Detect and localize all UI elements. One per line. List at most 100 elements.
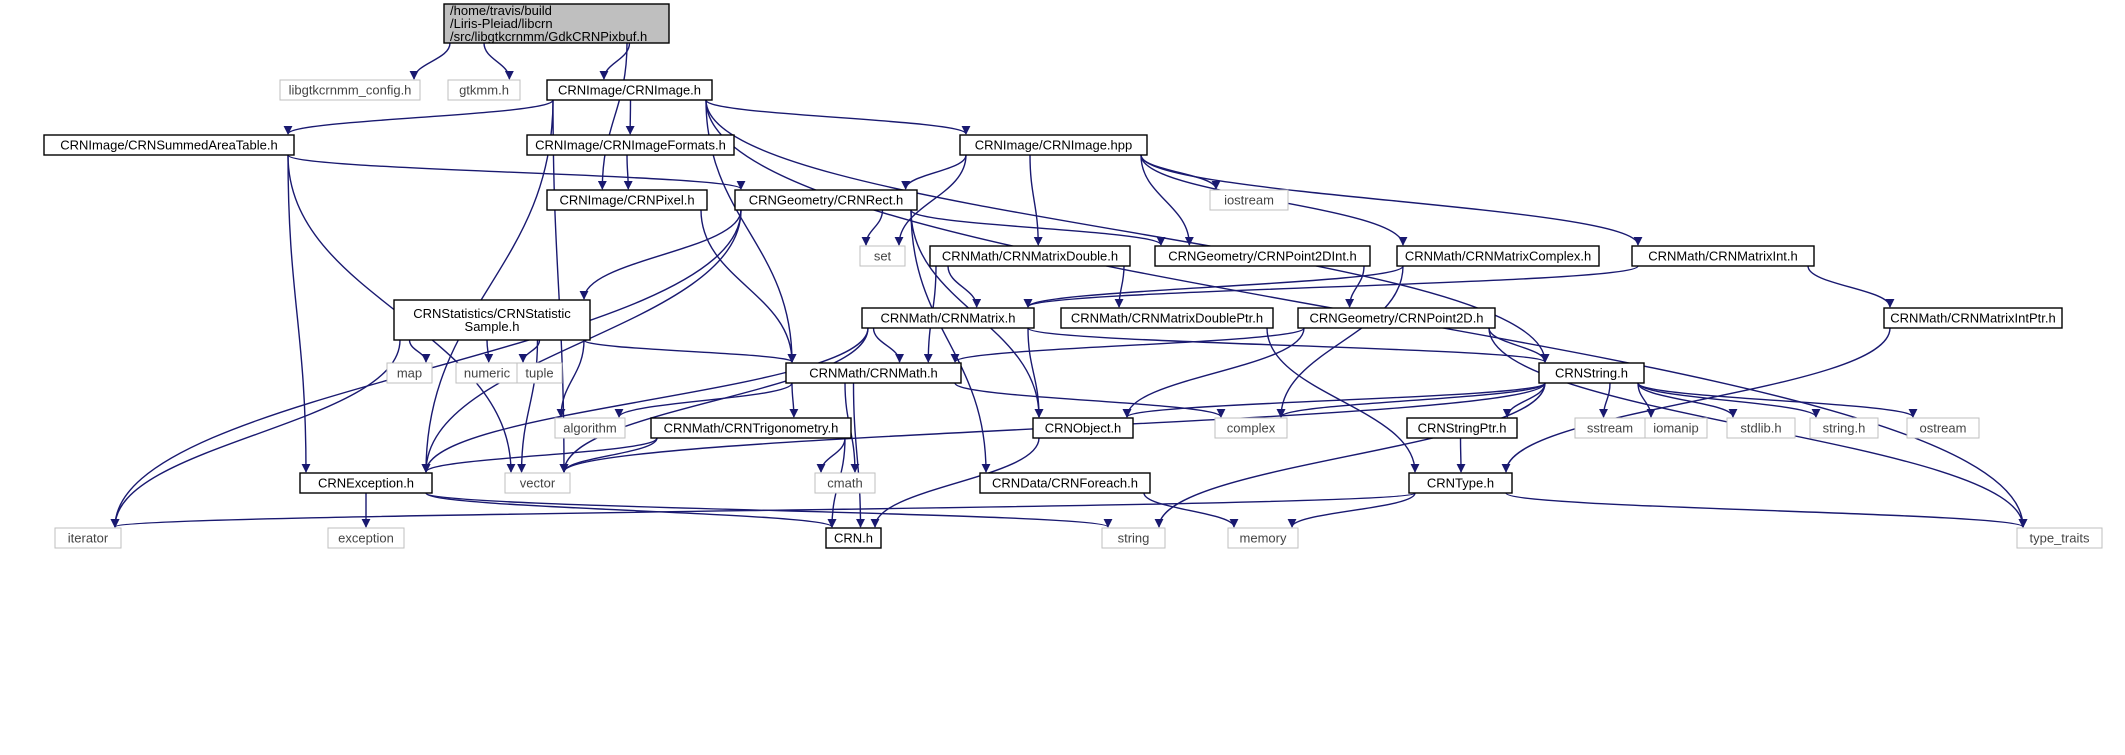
- edge-mint-to-mip: [1807, 265, 1895, 308]
- node-box-trig: [650, 417, 852, 439]
- edge-mat-to-math: [872, 327, 905, 363]
- node-fe[interactable]: CRNData/CRNForeach.h: [979, 472, 1151, 494]
- node-vector: vector: [504, 472, 571, 494]
- node-label-complex: complex: [1227, 421, 1276, 436]
- edge-stat-to-algorithm: [556, 339, 585, 418]
- node-str[interactable]: CRNString.h: [1538, 362, 1645, 384]
- node-mdbl[interactable]: CRNMath/CRNMatrixDouble.h: [929, 245, 1131, 267]
- node-label-stringh: string.h: [1823, 421, 1866, 436]
- node-type[interactable]: CRNType.h: [1408, 472, 1513, 494]
- node-box-p2di: [1154, 245, 1371, 267]
- node-label-exc: CRNException.h: [318, 476, 414, 491]
- node-mat[interactable]: CRNMath/CRNMatrix.h: [861, 307, 1035, 329]
- node-box-set: [859, 245, 906, 267]
- edge-str-to-stringh: [1637, 382, 1821, 418]
- node-label-algorithm: algorithm: [563, 421, 616, 436]
- edge-gdk-to-pix: [597, 42, 628, 190]
- node-memory: memory: [1227, 527, 1299, 549]
- node-math[interactable]: CRNMath/CRNMath.h: [785, 362, 962, 384]
- node-rect[interactable]: CRNGeometry/CRNRect.h: [734, 189, 918, 211]
- node-complex: complex: [1214, 417, 1288, 439]
- node-mcpx[interactable]: CRNMath/CRNMatrixComplex.h: [1396, 245, 1600, 267]
- edge-p2d-to-math: [950, 327, 1305, 363]
- node-box-stat: [393, 299, 591, 341]
- edge-hpp-to-set: [894, 154, 967, 246]
- node-box-memory: [1227, 527, 1299, 549]
- edge-p2di-to-p2d: [1345, 265, 1365, 308]
- node-algorithm: algorithm: [554, 417, 626, 439]
- node-label-traits: type_traits: [2030, 531, 2090, 546]
- edge-layer: [110, 42, 2028, 528]
- edge-img-to-hpp: [705, 99, 971, 135]
- node-box-cmath: [814, 472, 876, 494]
- node-label-p2di: CRNGeometry/CRNPoint2DInt.h: [1168, 249, 1357, 264]
- node-label-map: map: [397, 366, 422, 381]
- edge-pix-to-math: [700, 209, 797, 363]
- edge-stat-to-tuple: [518, 339, 541, 363]
- node-label-stat-line-0: CRNStatistics/CRNStatistic: [413, 306, 571, 321]
- node-label-trig: CRNMath/CRNTrigonometry.h: [664, 421, 839, 436]
- node-label-cfg: libgtkcrnmm_config.h: [289, 83, 412, 98]
- node-label-mdbl: CRNMath/CRNMatrixDouble.h: [942, 249, 1118, 264]
- edge-hpp-to-mint: [1140, 154, 1643, 246]
- node-box-mat: [861, 307, 1035, 329]
- node-label-math: CRNMath/CRNMath.h: [809, 366, 938, 381]
- edge-hpp-to-iostream: [1140, 154, 1221, 190]
- node-fmt[interactable]: CRNImage/CRNImageFormats.h: [526, 134, 735, 156]
- node-traits: type_traits: [2016, 527, 2103, 549]
- node-label-numeric: numeric: [464, 366, 511, 381]
- node-trig[interactable]: CRNMath/CRNTrigonometry.h: [650, 417, 852, 439]
- edge-stat-to-math: [583, 339, 797, 363]
- edge-str-to-complex: [1276, 382, 1546, 418]
- edge-gdk-to-cfg: [409, 42, 451, 80]
- node-obj[interactable]: CRNObject.h: [1032, 417, 1134, 439]
- node-stringh: string.h: [1809, 417, 1879, 439]
- edge-str-to-iomanip: [1637, 382, 1656, 418]
- node-sat[interactable]: CRNImage/CRNSummedAreaTable.h: [43, 134, 295, 156]
- node-map: map: [386, 362, 433, 384]
- node-gdk[interactable]: /home/travis/build/Liris-Pleiad/libcrn/s…: [443, 3, 670, 44]
- node-mip[interactable]: CRNMath/CRNMatrixIntPtr.h: [1883, 307, 2063, 329]
- node-label-gdk-line-1: /Liris-Pleiad/libcrn: [450, 16, 553, 31]
- node-box-exc: [299, 472, 433, 494]
- node-p2di[interactable]: CRNGeometry/CRNPoint2DInt.h: [1154, 245, 1371, 267]
- node-crn[interactable]: CRN.h: [825, 527, 882, 549]
- edge-hpp-to-mdbl: [1029, 154, 1043, 246]
- node-box-str: [1538, 362, 1645, 384]
- edge-img-to-str: [705, 99, 1550, 363]
- node-sptr[interactable]: CRNStringPtr.h: [1406, 417, 1518, 439]
- edge-str-to-stdlib: [1637, 382, 1738, 418]
- node-p2d[interactable]: CRNGeometry/CRNPoint2D.h: [1297, 307, 1496, 329]
- edge-str-to-obj: [1122, 382, 1546, 418]
- node-box-ostream: [1906, 417, 1980, 439]
- node-hpp[interactable]: CRNImage/CRNImage.hpp: [959, 134, 1148, 156]
- node-tuple: tuple: [516, 362, 563, 384]
- node-img[interactable]: CRNImage/CRNImage.h: [546, 79, 713, 101]
- edge-stat-to-vector: [517, 339, 539, 473]
- edge-mint-to-mat: [1023, 265, 1639, 308]
- node-label-fmt: CRNImage/CRNImageFormats.h: [535, 138, 726, 153]
- node-box-mdp: [1060, 307, 1274, 329]
- node-exc[interactable]: CRNException.h: [299, 472, 433, 494]
- edge-exc-to-crn: [425, 492, 837, 528]
- node-label-stat-line-1: Sample.h: [465, 319, 520, 334]
- node-label-cmath: cmath: [827, 476, 862, 491]
- node-iterator: iterator: [54, 527, 122, 549]
- node-box-mip: [1883, 307, 2063, 329]
- edge-trig-to-exc: [421, 437, 658, 473]
- node-label-type: CRNType.h: [1427, 476, 1494, 491]
- node-label-mat: CRNMath/CRNMatrix.h: [880, 311, 1015, 326]
- edge-hpp-to-p2di: [1140, 154, 1194, 246]
- node-box-img: [546, 79, 713, 101]
- node-box-gdk: [443, 3, 670, 44]
- node-label-string: string: [1118, 531, 1150, 546]
- node-mdp[interactable]: CRNMath/CRNMatrixDoublePtr.h: [1060, 307, 1274, 329]
- node-label-sptr: CRNStringPtr.h: [1418, 421, 1507, 436]
- node-mint[interactable]: CRNMath/CRNMatrixInt.h: [1631, 245, 1815, 267]
- node-box-tuple: [516, 362, 563, 384]
- node-pix[interactable]: CRNImage/CRNPixel.h: [546, 189, 708, 211]
- edge-sat-to-exc: [287, 154, 311, 473]
- edge-rect-to-p2di: [910, 209, 1166, 246]
- edge-mat-to-obj: [1027, 327, 1044, 418]
